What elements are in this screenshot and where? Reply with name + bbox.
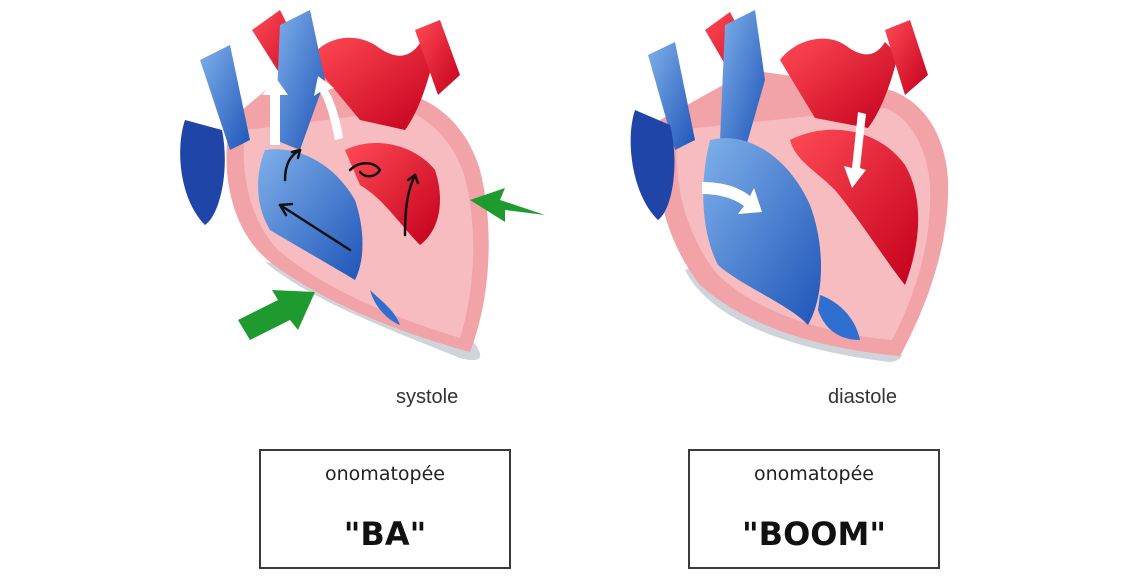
systole-caption: systole bbox=[396, 386, 459, 408]
diastole-panel bbox=[630, 0, 1050, 420]
systole-panel bbox=[160, 0, 580, 420]
heart-systole-illustration bbox=[180, 10, 545, 361]
diastole-caption: diastole bbox=[828, 386, 897, 408]
systole-onomatopoeia-label: onomatopée bbox=[325, 463, 445, 485]
heart-diastole-illustration bbox=[630, 10, 949, 362]
diastole-onomatopoeia-box: onomatopée "BOOM" bbox=[688, 449, 940, 569]
systole-onomatopoeia-word: "BA" bbox=[343, 515, 427, 553]
systole-onomatopoeia-box: onomatopée "BA" bbox=[259, 449, 511, 569]
blood-flow-arrow-icon bbox=[702, 112, 866, 214]
contraction-arrow-icon bbox=[238, 188, 545, 340]
blood-flow-arrow-icon bbox=[262, 76, 343, 145]
diastole-onomatopoeia-label: onomatopée bbox=[754, 463, 874, 485]
diastole-onomatopoeia-word: "BOOM" bbox=[742, 515, 886, 553]
